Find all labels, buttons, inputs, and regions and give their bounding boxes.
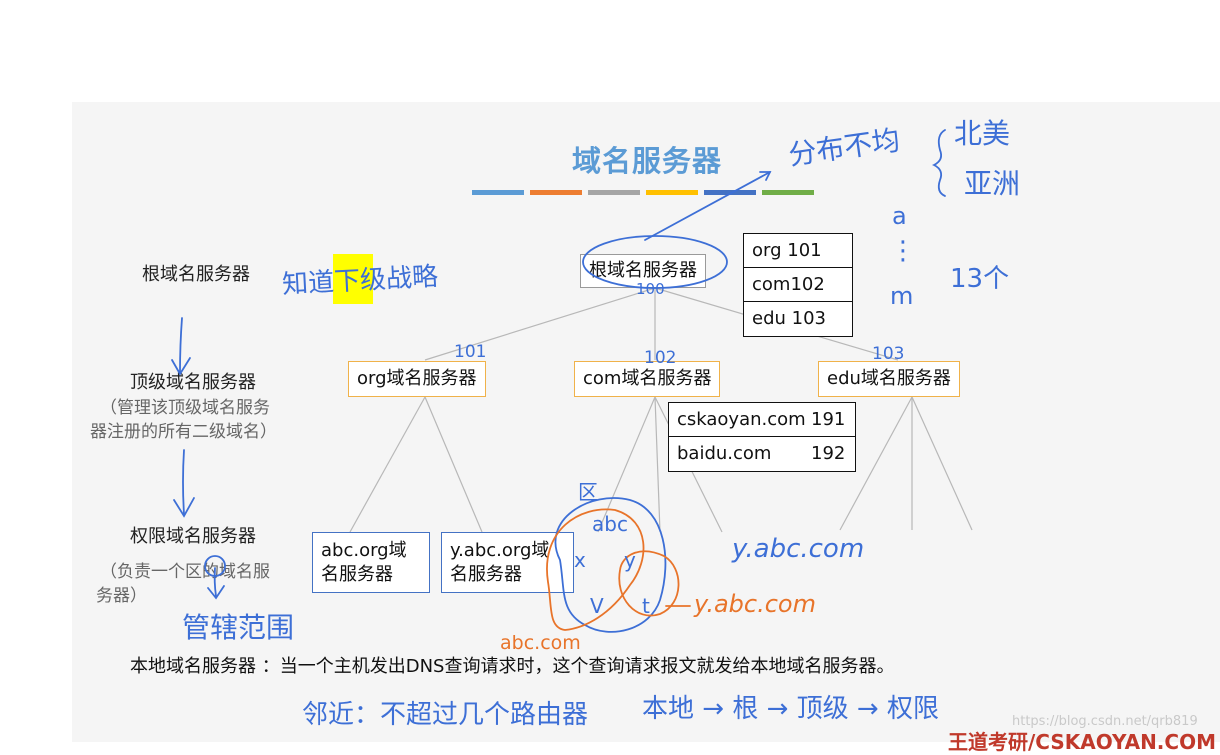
level-tld-note: （管理该顶级域名服务 <box>100 398 270 418</box>
annotation-v: V <box>590 594 604 618</box>
level-tld-label: 顶级域名服务器 <box>130 372 256 393</box>
level-root-label: 根域名服务器 <box>142 264 250 285</box>
com-table: cskaoyan.com 191 baidu.com 192 <box>668 402 856 472</box>
annotation-y: y <box>624 548 636 572</box>
box-line: 名服务器 <box>450 564 522 585</box>
annotation-continent: 亚洲 <box>964 167 1021 200</box>
title-bar-segment <box>472 190 524 195</box>
level-auth-note: 务器） <box>96 586 147 606</box>
com-table-ip: 192 <box>811 443 846 464</box>
abc-org-server-box: abc.org域 名服务器 <box>312 532 430 593</box>
annotation-abc-com: abc.com <box>500 632 581 654</box>
annotation-number: 102 <box>644 348 677 368</box>
annotation-abc: abc <box>592 512 628 536</box>
root-table-row: edu 103 <box>752 308 826 329</box>
box-line: y.abc.org域 <box>450 540 550 561</box>
watermark-url: https://blog.csdn.net/qrb819 <box>1012 714 1198 729</box>
local-server-description: 本地域名服务器 ：当一个主机发出DNS查询请求时，这个查询请求报文就发给本地域名… <box>130 656 895 677</box>
title-bar-segment <box>588 190 640 195</box>
root-server-box: 根域名服务器 <box>580 254 706 288</box>
annotation-zone: 区 <box>578 480 598 504</box>
box-line: 名服务器 <box>321 564 393 585</box>
annotation-manage-range: 管辖范围 <box>182 611 295 644</box>
annotation-node-a: a <box>892 202 907 230</box>
root-table-row: org 101 <box>744 234 852 268</box>
level-auth-label: 权限域名服务器 <box>130 526 256 547</box>
com-table-ip: 191 <box>811 409 846 430</box>
com-table-domain: baidu.com <box>677 443 772 464</box>
annotation-number: 100 <box>636 280 665 298</box>
brand-logo: 王道考研/CSKAOYAN.COM <box>948 730 1216 754</box>
annotation-y-abc-com: y.abc.com <box>694 590 816 618</box>
annotation-dots: ⋮ <box>890 236 916 266</box>
annotation-thirteen: 13个 <box>950 264 1010 294</box>
annotation-node-m: m <box>890 282 914 310</box>
com-table-domain: cskaoyan.com <box>677 409 806 430</box>
root-table: org 101 com102 edu 103 <box>743 233 853 337</box>
annotation-y-abc-com: y.abc.com <box>732 534 865 564</box>
org-server-box: org域名服务器 <box>348 361 486 397</box>
annotation-number: 103 <box>872 344 905 364</box>
annotation-proximity: 邻近：不超过几个路由器 <box>302 700 589 730</box>
com-table-row: cskaoyan.com 191 <box>669 403 855 437</box>
box-line: abc.org域 <box>321 540 407 561</box>
title-bar-segment <box>762 190 814 195</box>
level-tld-note: 器注册的所有二级域名） <box>90 422 277 442</box>
title-bar-segment <box>646 190 698 195</box>
edu-server-box: edu域名服务器 <box>818 361 960 397</box>
annotation-x: x <box>574 548 586 572</box>
com-server-box: com域名服务器 <box>574 361 721 397</box>
highlight-mark <box>333 254 373 304</box>
level-auth-note: （负责一个区的域名服 <box>100 562 270 582</box>
com-table-row: baidu.com 192 <box>669 437 855 471</box>
annotation-continent: 北美 <box>954 117 1011 150</box>
annotation-t: t <box>642 594 650 618</box>
title-bar-segment <box>530 190 582 195</box>
root-table-row: com102 <box>744 268 852 302</box>
annotation-number: 101 <box>454 342 487 362</box>
y-abc-org-server-box: y.abc.org域 名服务器 <box>441 532 574 593</box>
slide-background <box>72 102 1220 742</box>
page-title: 域名服务器 <box>572 144 723 178</box>
annotation-query-chain: 本地 → 根 → 顶级 → 权限 <box>642 694 939 724</box>
title-bar-segment <box>704 190 756 195</box>
